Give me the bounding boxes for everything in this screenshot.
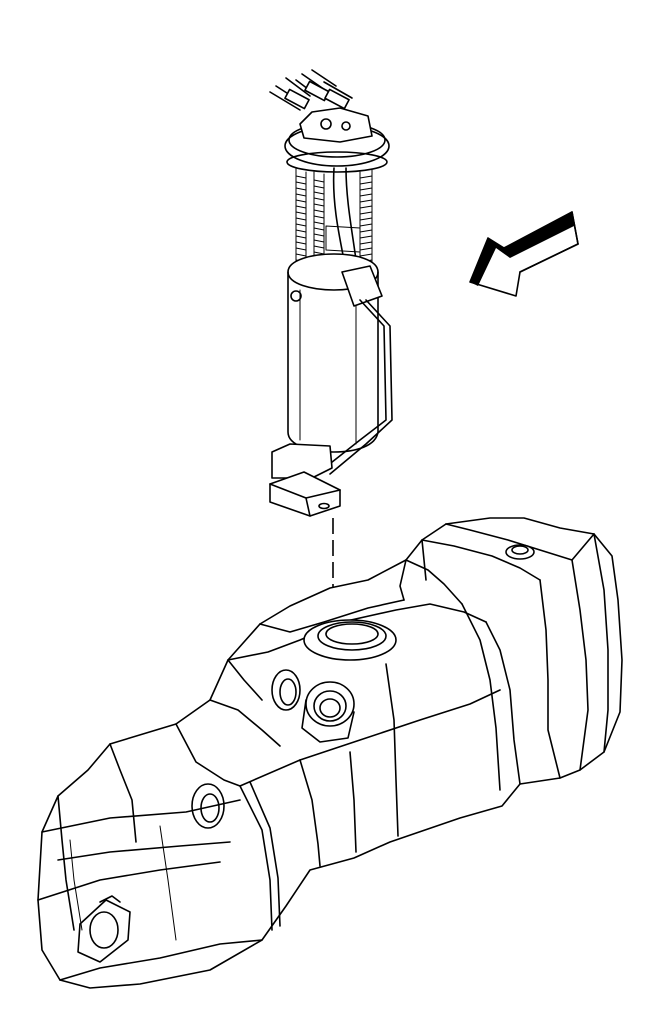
- fuel-tank: [37, 517, 623, 989]
- fuel-pump-module: [269, 69, 393, 517]
- tank-filler-neck: [301, 681, 355, 743]
- connector-pins: [269, 69, 353, 111]
- tank-lower-mount: [77, 895, 131, 963]
- tank-pump-opening: [303, 619, 397, 661]
- installation-direction-arrow: [469, 211, 579, 297]
